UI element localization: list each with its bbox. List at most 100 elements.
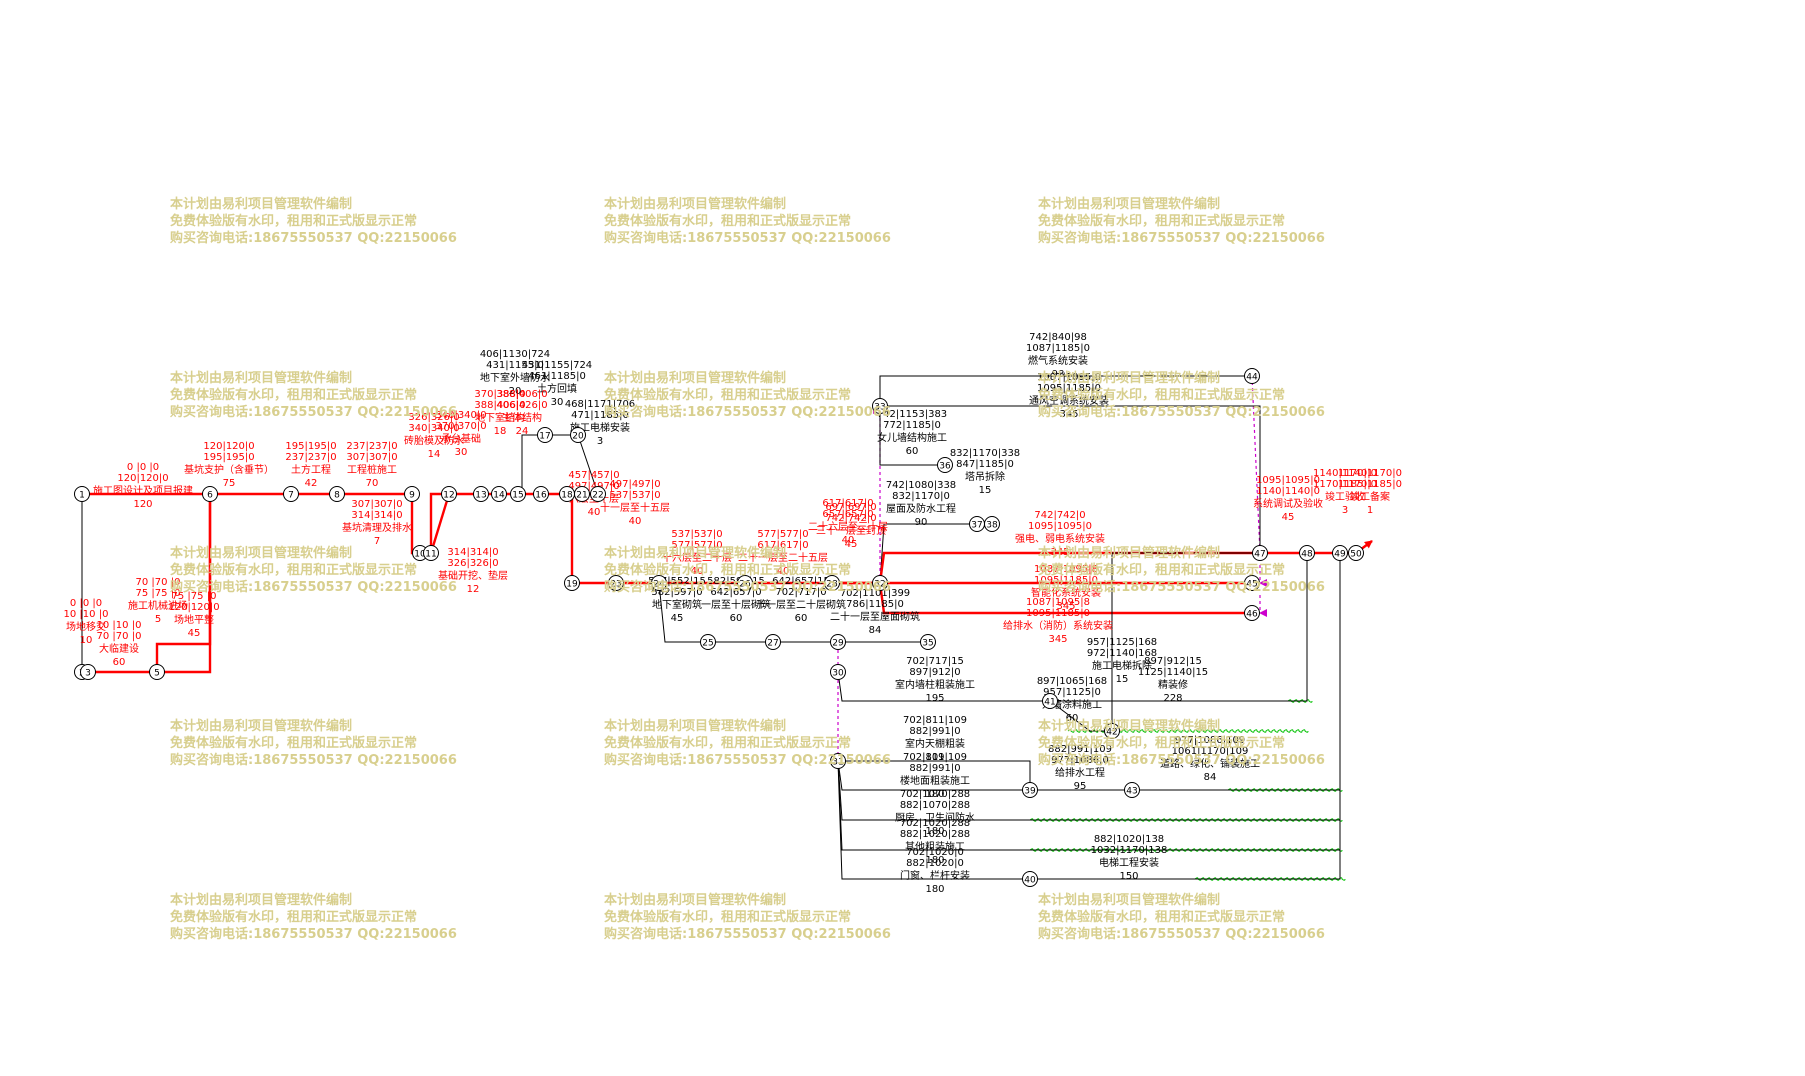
activity-name: 施工电梯安装 xyxy=(570,421,630,434)
node-circle xyxy=(537,427,553,443)
time-row-early: 702|717|15 xyxy=(906,656,964,667)
activity-duration: 84 xyxy=(1204,772,1217,783)
node-circle xyxy=(1104,723,1120,739)
time-row-late: 461|1185|0 xyxy=(528,371,586,382)
time-row-late: 497|497|0 xyxy=(568,481,619,492)
watermark-2-3: 本计划由易利项目管理软件编制免费体验版有水印，租用和正式版显示正常购买咨询电话:… xyxy=(1038,718,1325,769)
event-node-13: 13 xyxy=(473,486,489,502)
node-circle xyxy=(491,486,507,502)
activity-duration: 60 xyxy=(730,613,743,624)
arrow-a14 xyxy=(499,431,546,495)
time-row-late: 742|742|0 xyxy=(825,513,876,524)
node-circle xyxy=(441,486,457,502)
watermark-line3: 购买咨询电话:18675550537 QQ:22150066 xyxy=(604,753,891,768)
node-circle xyxy=(1299,545,1315,561)
time-row-late: 195|195|0 xyxy=(203,452,254,463)
node-circle xyxy=(1244,575,1260,591)
activity-name: 施工电梯拆除 xyxy=(1092,659,1152,672)
time-row-late: 1170|1170|0 xyxy=(1313,479,1377,490)
time-row-late: 702|717|0 xyxy=(775,587,826,598)
watermark-line3: 购买咨询电话:18675550537 QQ:22150066 xyxy=(1038,927,1325,942)
time-row-late: 657|657|0 xyxy=(822,509,873,520)
event-node-1: 1 xyxy=(74,486,90,502)
time-row-late: 882|1020|288 xyxy=(900,829,970,840)
arrow-a30 xyxy=(879,520,978,584)
watermark-line1: 本计划由易利项目管理软件编制 xyxy=(604,546,787,561)
time-row-late: 120|120|0 xyxy=(117,473,168,484)
time-row-late: 882|1020|0 xyxy=(906,858,964,869)
node-number: 9 xyxy=(409,491,415,501)
node-circle xyxy=(404,486,420,502)
event-node-49: 49 xyxy=(1332,545,1348,561)
time-row-late: 832|1170|0 xyxy=(892,491,950,502)
node-number: 21 xyxy=(576,491,587,501)
node-number: 26 xyxy=(739,580,751,590)
activity-name: 楼地面粗装施工 xyxy=(900,774,970,787)
arrow-a44 xyxy=(837,760,1031,883)
watermark-line3: 购买咨询电话:18675550537 QQ:22150066 xyxy=(170,231,457,246)
node-number: 41 xyxy=(1044,698,1055,708)
event-node-16: 16 xyxy=(533,486,549,502)
time-row-late: 326|326|0 xyxy=(447,558,498,569)
time-row-late: 617|617|0 xyxy=(757,540,808,551)
node-number: 1 xyxy=(79,491,85,501)
event-node-29: 29 xyxy=(830,634,846,650)
watermark-2-0: 本计划由易利项目管理软件编制免费体验版有水印，租用和正式版显示正常购买咨询电话:… xyxy=(1038,196,1325,247)
time-row-late: 307|307|0 xyxy=(346,452,397,463)
time-row-early: 882|1020|138 xyxy=(1094,834,1164,845)
node-circle xyxy=(765,634,781,650)
watermark-1-0: 本计划由易利项目管理软件编制免费体验版有水印，租用和正式版显示正常购买咨询电话:… xyxy=(604,196,891,247)
watermark-1-4: 本计划由易利项目管理软件编制免费体验版有水印，租用和正式版显示正常购买咨询电话:… xyxy=(604,892,891,943)
time-row-early: 702|1020|288 xyxy=(900,818,970,829)
time-row-late: 957|1125|0 xyxy=(1043,687,1101,698)
event-node-12: 12 xyxy=(441,486,457,502)
watermark-line1: 本计划由易利项目管理软件编制 xyxy=(170,719,353,734)
time-row-early: 237|237|0 xyxy=(346,441,397,452)
activity-duration: 30 xyxy=(455,447,468,458)
time-row-late: 537|537|0 xyxy=(609,490,660,501)
activity-name: 女儿墙结构施工 xyxy=(877,431,947,444)
node-number: 35 xyxy=(922,639,933,649)
node-circle xyxy=(1022,782,1038,798)
arrow-a38 xyxy=(1111,549,1308,731)
arrow-a47 xyxy=(1030,552,1344,880)
activity-duration: 45 xyxy=(671,613,684,624)
node-circle xyxy=(574,486,590,502)
activity-name: 电梯工程安装 xyxy=(1099,856,1159,869)
node-number: 29 xyxy=(832,639,844,649)
activity-name: 竣工验收 xyxy=(1325,490,1365,503)
watermark-line3: 购买咨询电话:18675550537 QQ:22150066 xyxy=(170,405,457,420)
activity-duration: 98 xyxy=(1052,369,1065,380)
activity-duration: 60 xyxy=(113,657,126,668)
node-circle xyxy=(564,575,580,591)
activity-labels: 0 |0 |0120|120|0施工图设计及项目报建120120|120|019… xyxy=(64,332,1402,895)
node-number: 38 xyxy=(986,521,998,531)
event-node-28: 28 xyxy=(824,575,840,591)
node-circle xyxy=(830,634,846,650)
activity-arrows xyxy=(78,372,1373,883)
activity-name: 十六层至二十层 xyxy=(662,551,732,564)
activity-name: 基础开挖、垫层 xyxy=(438,569,508,582)
node-circle xyxy=(1244,605,1260,621)
activity-duration: 180 xyxy=(925,884,944,895)
time-row-early: 1087|1095|8 xyxy=(1037,372,1101,383)
activity-name: 精装修 xyxy=(1158,678,1188,691)
arrow-a11 xyxy=(429,493,451,554)
activity-duration: 120 xyxy=(133,499,152,510)
activity-name: 道路、绿化、铺装施工 xyxy=(1160,757,1260,770)
watermark-line1: 本计划由易利项目管理软件编制 xyxy=(170,893,353,908)
node-circle xyxy=(608,575,624,591)
